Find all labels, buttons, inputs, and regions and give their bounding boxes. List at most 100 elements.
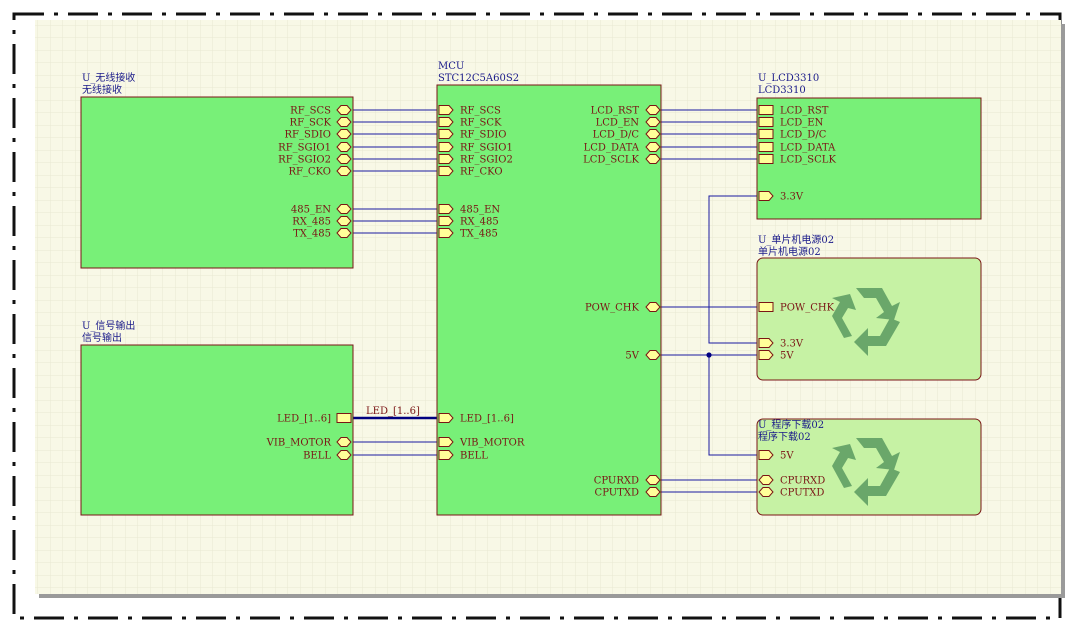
junction-dot [706,352,712,358]
mcu-port-label-pow-chk: POW_CHK [585,303,640,314]
download-port-label-cputxd: CPUTXD [780,488,824,499]
mcu-port-label-lcd-sclk: LCD_SCLK [583,155,639,166]
lcd-port-label-lcd-rst: LCD_RST [780,106,829,117]
mcu-port-rx-485[interactable] [438,216,454,226]
download-block[interactable] [756,418,982,516]
lcd-port-lcd-sclk[interactable] [758,154,774,164]
wireless-port-label-rf-scs: RF_SCS [290,106,331,117]
mcu-port-lcd-rst[interactable] [645,105,661,115]
mcu-port-label-lcd-data: LCD_DATA [584,143,640,154]
recycle-arrow-3 [832,294,856,338]
mcu-port-lcd-data[interactable] [645,142,661,152]
mcu-port-vib-motor[interactable] [438,437,454,447]
labels-layer: U_无线接收 无线接收 U_信号输出 信号输出 MCU STC12C5A60S2… [82,61,834,443]
recycle-arrow-3 [832,444,856,488]
mcu-port-label-485-en: 485_EN [460,205,500,216]
mcu-port-cputxd[interactable] [645,487,661,497]
power-port-label-pow-chk: POW_CHK [780,303,835,314]
power-port-label-5v: 5V [780,351,794,362]
wireless-port-rf-sdio[interactable] [336,129,352,139]
mcu-port-5v[interactable] [645,350,661,360]
recycle-arrow-2 [854,318,900,356]
signal-port-bell[interactable] [336,450,352,460]
mcu-port-rf-sdio[interactable] [438,129,454,139]
download-port-cpurxd[interactable] [758,475,774,485]
mcu-port-label-rx-485: RX_485 [460,217,499,228]
wireless-port-label-rf-sck: RF_SCK [290,118,332,129]
lcd-port-label-lcd-data: LCD_DATA [780,143,836,154]
wireless-port-rf-sgio2[interactable] [336,154,352,164]
lcd-port-lcd-en[interactable] [758,117,774,127]
signal-port-label-led-1-6: LED_[1..6] [277,414,331,425]
mcu-port-led-1-6[interactable] [438,413,454,423]
ports-layer: RF_SCSRF_SCKRF_SDIORF_SGIO1RF_SGIO2RF_CK… [266,105,836,499]
wireless-port-rf-scs[interactable] [336,105,352,115]
wireless-port-rf-sck[interactable] [336,117,352,127]
power-block[interactable] [756,257,982,381]
lcd-port-label-lcd-en: LCD_EN [780,118,824,129]
mcu-port-lcd-en[interactable] [645,117,661,127]
wireless-port-rx-485[interactable] [336,216,352,226]
power-port-3-3v[interactable] [758,338,774,348]
power-block-name: 单片机电源02 [758,245,821,258]
wireless-port-rf-sgio1[interactable] [336,142,352,152]
led-bus-net-label: LED_[1..6] [366,406,420,417]
power-port-pow-chk[interactable] [758,302,774,312]
power-block-recycle-icon [832,288,900,356]
download-port-label-cpurxd: CPURXD [780,476,825,487]
mcu-port-label-rf-sdio: RF_SDIO [460,130,506,141]
lcd-port-lcd-rst[interactable] [758,105,774,115]
mcu-port-rf-sgio2[interactable] [438,154,454,164]
wireless-port-tx-485[interactable] [336,228,352,238]
signal-port-vib-motor[interactable] [336,437,352,447]
lcd-port-lcd-d-c[interactable] [758,129,774,139]
signal-port-led-1-6[interactable] [336,413,352,423]
download-port-label-5v: 5V [780,451,794,462]
lcd-port-lcd-data[interactable] [758,142,774,152]
mcu-port-label-5v: 5V [625,351,639,362]
mcu-port-label-rf-scs: RF_SCS [460,106,501,117]
mcu-port-rf-sck[interactable] [438,117,454,127]
mcu-port-label-rf-cko: RF_CKO [460,167,503,178]
mcu-port-label-rf-sgio2: RF_SGIO2 [460,155,513,166]
mcu-port-label-tx-485: TX_485 [460,229,498,240]
lcd-block[interactable] [756,97,982,220]
mcu-port-label-lcd-rst: LCD_RST [591,106,640,117]
power-port-label-3-3v: 3.3V [780,339,804,350]
mcu-port-rf-cko[interactable] [438,166,454,176]
download-block-recycle-icon [832,438,900,506]
wireless-port-label-rf-cko: RF_CKO [288,167,331,178]
mcu-port-rf-sgio1[interactable] [438,142,454,152]
wireless-port-rf-cko[interactable] [336,166,352,176]
wireless-block[interactable] [80,96,354,269]
recycle-arrow-1 [856,288,900,320]
mcu-port-bell[interactable] [438,450,454,460]
mcu-port-485-en[interactable] [438,204,454,214]
signal-block-name: 信号输出 [82,331,122,344]
power-block-designator: U_单片机电源02 [758,233,834,246]
mcu-port-cpurxd[interactable] [645,475,661,485]
mcu-port-lcd-d-c[interactable] [645,129,661,139]
mcu-block[interactable] [436,84,662,516]
recycle-arrow-1 [856,438,900,470]
blocks-layer [80,84,982,516]
download-port-5v[interactable] [758,450,774,460]
wireless-port-label-rf-sgio2: RF_SGIO2 [278,155,331,166]
mcu-port-rf-scs[interactable] [438,105,454,115]
lcd-port-label-lcd-d-c: LCD_D/C [780,130,827,141]
mcu-port-tx-485[interactable] [438,228,454,238]
lcd-port-label-lcd-sclk: LCD_SCLK [780,155,836,166]
mcu-port-pow-chk[interactable] [645,302,661,312]
mcu-port-label-led-1-6: LED_[1..6] [460,414,514,425]
signal-block-designator: U_信号输出 [82,319,135,332]
wire-3v3 [708,195,759,344]
download-port-cputxd[interactable] [758,487,774,497]
mcu-block-designator: MCU [438,61,464,72]
wireless-port-label-tx-485: TX_485 [293,229,331,240]
signal-block[interactable] [80,344,354,516]
wireless-port-485-en[interactable] [336,204,352,214]
power-port-5v[interactable] [758,350,774,360]
lcd-port-3-3v[interactable] [758,191,774,201]
mcu-port-lcd-sclk[interactable] [645,154,661,164]
